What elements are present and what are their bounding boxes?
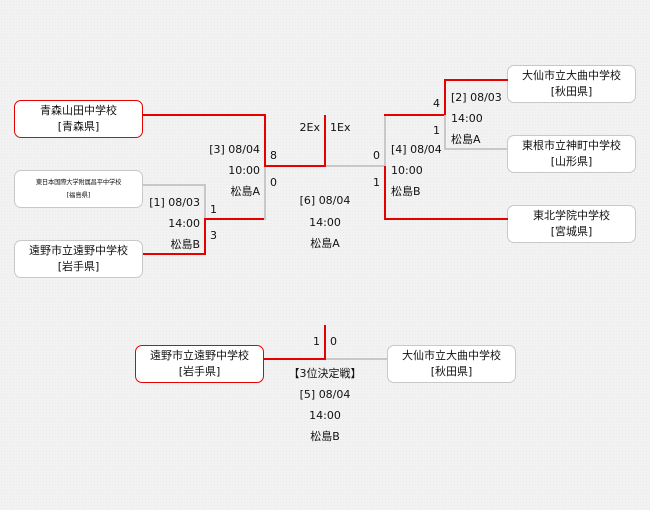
team-box-third-right[interactable]: 大仙市立大曲中学校 [秋田県] — [387, 345, 516, 383]
match-1-score-bottom: 3 — [210, 229, 217, 242]
match-1-label: [1] 08/03 — [149, 196, 200, 209]
match-4-label: [4] 08/04 — [391, 143, 442, 156]
team-prefecture: [秋田県] — [550, 85, 593, 98]
bracket-line-third-right — [325, 358, 388, 360]
match-3-time: 10:00 — [228, 164, 260, 177]
match-2-venue: 松島A — [451, 133, 481, 146]
bracket-line-aomori — [143, 114, 266, 116]
match-3-label: [3] 08/04 — [209, 143, 260, 156]
bracket-line-final-right — [325, 165, 386, 167]
team-name: 青森山田中学校 — [40, 104, 117, 117]
match-2-time: 14:00 — [451, 112, 483, 125]
match-6-label: [6] 08/04 — [299, 194, 351, 207]
bracket-line-m4-top — [384, 115, 386, 167]
bracket-line-third-winner — [324, 325, 326, 360]
bracket-line-higashinihon — [143, 184, 206, 186]
match-4-venue: 松島B — [391, 185, 421, 198]
match-6-venue: 松島A — [310, 237, 340, 250]
match-1-score-top: 1 — [210, 203, 217, 216]
team-box-higashinihon[interactable]: 東日本国際大学附属昌平中学校 [福島県] — [14, 170, 143, 208]
bracket-line-m1-winner — [204, 218, 266, 220]
match-5-venue: 松島B — [310, 430, 340, 443]
team-name: 東根市立神町中学校 — [522, 139, 621, 152]
team-prefecture: [福島県] — [66, 192, 91, 199]
match-6-time: 14:00 — [309, 216, 341, 229]
match-2-score-bottom: 1 — [433, 124, 440, 137]
match-6-score-left: 2Ex — [299, 121, 320, 134]
match-3-venue: 松島A — [230, 185, 260, 198]
team-box-tono[interactable]: 遠野市立遠野中学校 [岩手県] — [14, 240, 143, 278]
bracket-line-m4-bottom — [384, 166, 386, 220]
team-box-kanmachi[interactable]: 東根市立神町中学校 [山形県] — [507, 135, 636, 173]
bracket-line-m1-bottom — [204, 218, 206, 255]
bracket-line-kanmachi — [444, 148, 508, 150]
team-name: 遠野市立遠野中学校 — [29, 244, 128, 257]
team-name: 遠野市立遠野中学校 — [150, 349, 249, 362]
team-name: 東日本国際大学附属昌平中学校 — [35, 179, 122, 186]
team-prefecture: [秋田県] — [430, 365, 473, 378]
team-prefecture: [岩手県] — [178, 365, 221, 378]
team-prefecture: [山形県] — [550, 155, 593, 168]
match-5-time: 14:00 — [309, 409, 341, 422]
team-name: 東北学院中学校 — [533, 209, 610, 222]
match-2-score-top: 4 — [433, 97, 440, 110]
match-2-label: [2] 08/03 — [451, 91, 502, 104]
team-name: 大仙市立大曲中学校 — [522, 69, 621, 82]
team-box-omagari[interactable]: 大仙市立大曲中学校 [秋田県] — [507, 65, 636, 103]
match-4-time: 10:00 — [391, 164, 423, 177]
bracket-line-tohoku — [384, 218, 508, 220]
bracket-line-m2-winner — [384, 114, 446, 116]
match-5-score-left: 1 — [313, 335, 320, 348]
bracket-line-tono — [143, 253, 206, 255]
bracket-line-final-left — [264, 165, 326, 167]
match-1-time: 14:00 — [168, 217, 200, 230]
bracket-line-m2-top — [444, 79, 446, 116]
bracket-line-m1-top — [204, 184, 206, 219]
team-prefecture: [青森県] — [57, 120, 100, 133]
match-5-title: 【3位決定戦】 — [288, 367, 362, 380]
team-prefecture: [宮城県] — [550, 225, 593, 238]
match-5-label: [5] 08/04 — [299, 388, 351, 401]
bracket-line-omagari — [444, 79, 508, 81]
team-box-third-left[interactable]: 遠野市立遠野中学校 [岩手県] — [135, 345, 264, 383]
bracket-line-third-left — [263, 358, 326, 360]
match-6-score-right: 1Ex — [330, 121, 351, 134]
match-4-score-bottom: 1 — [373, 176, 380, 189]
team-prefecture: [岩手県] — [57, 260, 100, 273]
bracket-line-m2-bottom — [444, 115, 446, 150]
team-name: 大仙市立大曲中学校 — [402, 349, 501, 362]
team-box-aomori[interactable]: 青森山田中学校 [青森県] — [14, 100, 143, 138]
bracket-line-m3-bottom — [264, 166, 266, 220]
match-5-score-right: 0 — [330, 335, 337, 348]
match-1-venue: 松島B — [170, 238, 200, 251]
match-3-score-bottom: 0 — [270, 176, 277, 189]
bracket-line-champion — [324, 115, 326, 167]
match-4-score-top: 0 — [373, 149, 380, 162]
bracket-line-m3-top — [264, 114, 266, 167]
match-3-score-top: 8 — [270, 149, 277, 162]
team-box-tohoku[interactable]: 東北学院中学校 [宮城県] — [507, 205, 636, 243]
